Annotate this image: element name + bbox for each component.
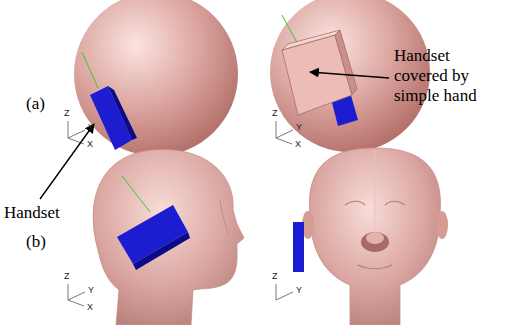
y-axis	[68, 130, 85, 138]
axis-label: Z	[272, 108, 278, 119]
head-phantom	[309, 148, 440, 325]
sphere-phantom	[74, 0, 238, 156]
leader-arrow	[40, 124, 94, 199]
axis-label: Y	[88, 122, 94, 133]
panel-label: (b)	[26, 232, 46, 252]
callout-label: Handset	[4, 203, 60, 223]
handset	[293, 222, 304, 272]
head-phantom	[93, 149, 244, 325]
antenna-line	[122, 176, 150, 212]
axis-label: Z	[64, 108, 70, 119]
nose-tip	[366, 232, 384, 244]
simple-hand-side	[335, 30, 357, 95]
x-axis	[68, 300, 84, 306]
axis-label: X	[295, 139, 301, 150]
axis-label: X	[87, 302, 93, 313]
mesh-line	[375, 150, 376, 235]
axis-label: Z	[64, 271, 70, 282]
leader-arrow	[310, 72, 389, 78]
axis-label: Y	[296, 122, 302, 133]
axis-label: Y	[88, 285, 94, 296]
z-axis	[276, 284, 277, 300]
x-axis	[276, 138, 292, 144]
y-axis	[68, 292, 85, 300]
axis-triad	[68, 121, 293, 306]
mesh-line	[150, 160, 200, 215]
axis-label: Z	[272, 271, 278, 282]
ear	[436, 211, 448, 239]
eye-contour	[220, 200, 228, 235]
panel-label: (a)	[26, 94, 45, 114]
handset-side	[133, 232, 190, 270]
z-axis	[68, 121, 69, 138]
axis-label: Y	[296, 285, 302, 296]
mouth	[358, 265, 392, 269]
antenna-line	[82, 52, 98, 88]
eye-contour	[345, 201, 365, 205]
axis-label: X	[87, 139, 93, 150]
nose	[361, 232, 389, 252]
y-axis	[276, 130, 293, 138]
y-axis	[276, 292, 293, 300]
z-axis	[276, 121, 277, 138]
z-axis	[68, 284, 69, 300]
callout-label: Handset covered by simple hand	[394, 46, 494, 106]
handset-side	[108, 86, 137, 140]
simple-hand-top	[282, 30, 340, 50]
eye-contour	[385, 201, 405, 205]
